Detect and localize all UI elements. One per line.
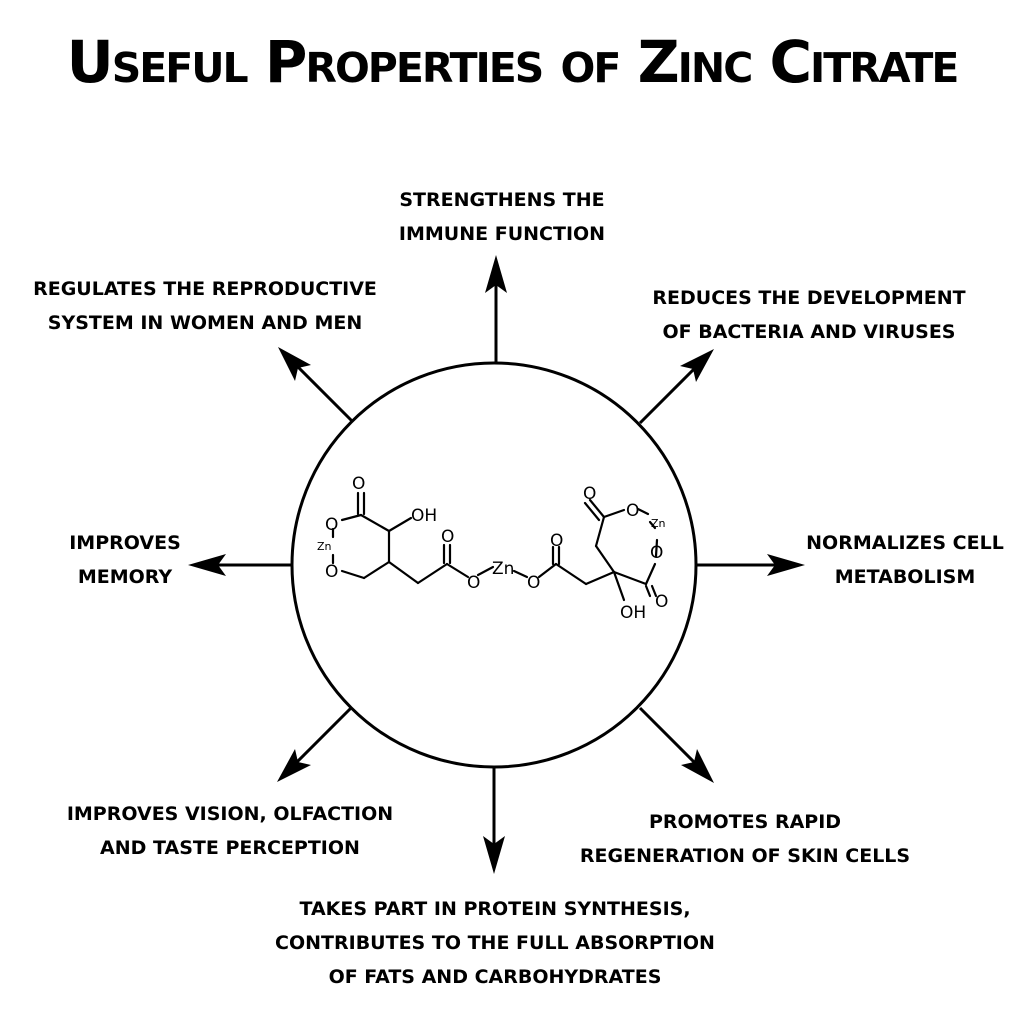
arrow-up-left-head — [278, 347, 311, 381]
atom-o: O — [352, 474, 365, 494]
page-title: Useful Properties of Zinc Citrate — [66, 28, 960, 96]
atom-o: O — [441, 527, 454, 547]
arrow-down-right-head — [681, 749, 714, 783]
zinc-citrate-structure — [331, 491, 659, 602]
atom-oh: OH — [411, 506, 437, 526]
atom-oh: OH — [620, 603, 646, 623]
arrow-up-right — [638, 361, 702, 425]
atom-o: O — [650, 543, 663, 563]
atom-o: O — [467, 573, 480, 593]
arrow-up-right-head — [680, 349, 714, 382]
atom-o: O — [527, 573, 540, 593]
atom-o: O — [626, 501, 639, 521]
atom-zn: Zn — [651, 517, 666, 530]
arrow-down-right — [638, 706, 702, 770]
atom-o: O — [550, 531, 563, 551]
atom-o: O — [325, 515, 338, 535]
atom-zn: Zn — [317, 540, 332, 553]
atom-o: O — [583, 484, 596, 504]
arrow-down-head — [483, 836, 505, 874]
atom-zn: Zn — [492, 559, 514, 579]
arrow-right-head — [767, 554, 805, 576]
atom-o: O — [655, 592, 668, 612]
label-protein-synthesis: TAKES PART IN PROTEIN SYNTHESIS,CONTRIBU… — [275, 898, 715, 988]
arrow-up-head — [485, 255, 507, 293]
arrow-left-head — [188, 554, 226, 576]
arrow-down-left — [290, 705, 354, 769]
arrow-down-left-head — [277, 749, 311, 782]
arrow-up-left — [290, 359, 354, 423]
atom-o: O — [325, 562, 338, 582]
molecule-atom-labels: O OH O Zn O O O Zn O O O O Zn O O OH — [317, 474, 668, 623]
